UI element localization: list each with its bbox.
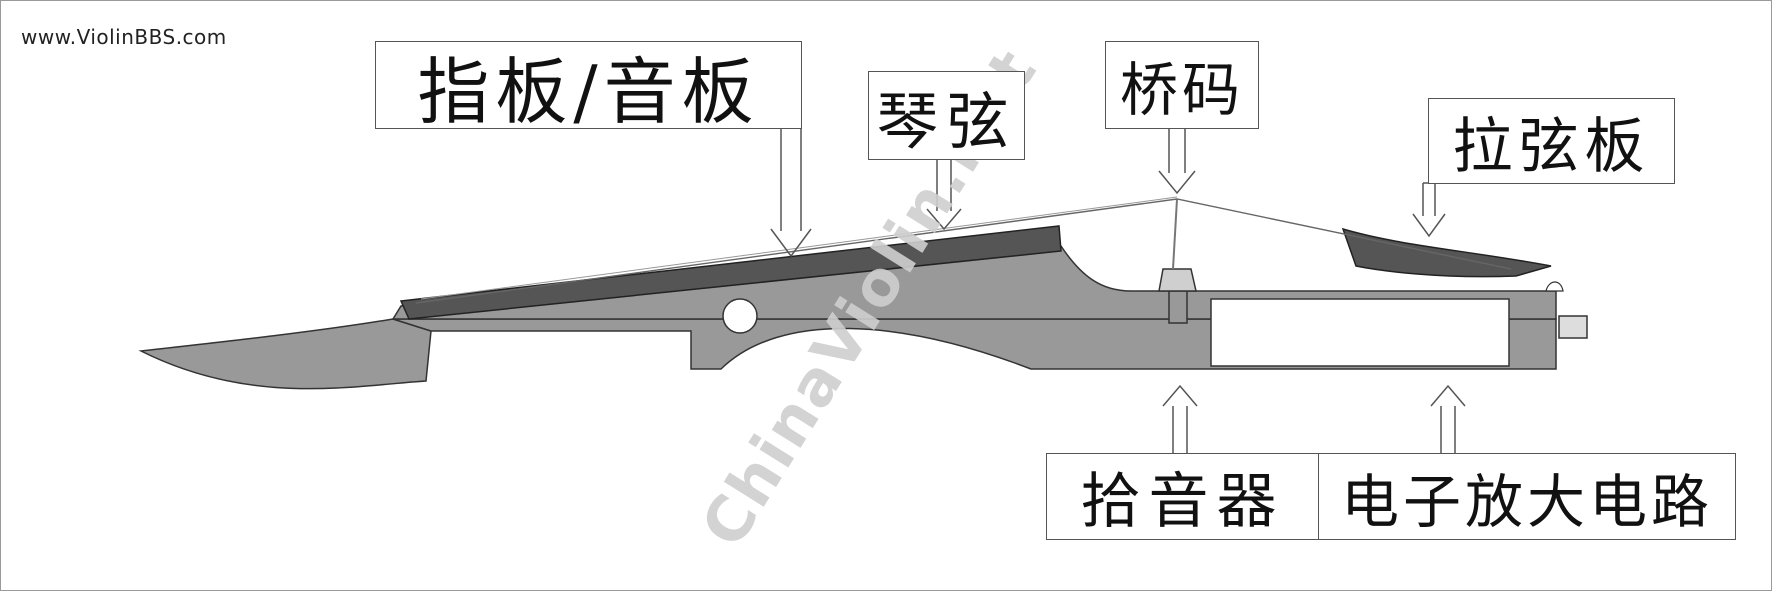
fingerboard-shape xyxy=(399,225,1062,320)
label-bridge: 桥码 xyxy=(1105,41,1259,129)
violin-scroll xyxy=(138,318,432,390)
bridge-shape xyxy=(1158,268,1197,292)
label-amplifier-circuit: 电子放大电路 xyxy=(1318,453,1736,540)
body-hole xyxy=(722,298,758,334)
site-url: www.ViolinBBS.com xyxy=(21,25,227,49)
label-strings: 琴弦 xyxy=(868,71,1025,160)
amplifier-compartment xyxy=(1210,298,1510,367)
string-line xyxy=(415,198,1512,304)
label-fingerboard-soundboard: 指板/音板 xyxy=(375,41,802,134)
label-tailpiece: 拉弦板 xyxy=(1428,98,1675,184)
label-pickup: 拾音器 xyxy=(1046,453,1319,540)
pickup-shape xyxy=(1168,290,1188,324)
end-button xyxy=(1558,315,1588,339)
tailpiece-shape xyxy=(1341,227,1552,278)
